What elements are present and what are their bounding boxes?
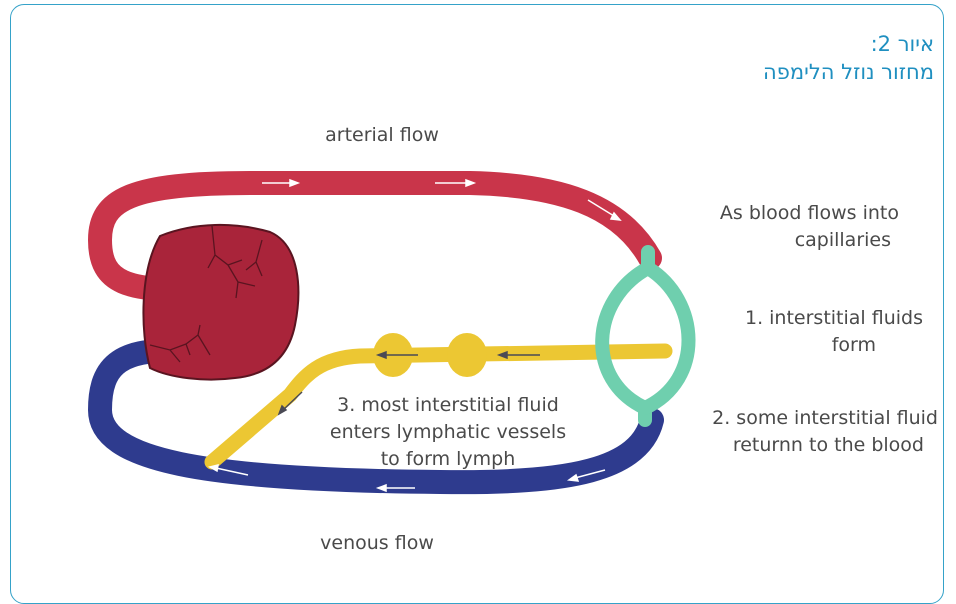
step1-label: 1. interstitial fluids form bbox=[700, 305, 923, 359]
venous-flow-label: venous flow bbox=[302, 530, 452, 557]
capillary-bed bbox=[602, 252, 688, 420]
step3-label: 3. most interstitial fluid enters lympha… bbox=[313, 392, 583, 473]
capillaries-label-line1: As blood flows into bbox=[640, 200, 899, 227]
capillaries-label: As blood flows into capillaries bbox=[640, 200, 899, 254]
step3-label-line1: 3. most interstitial fluid bbox=[313, 392, 583, 419]
step1-label-line2: form bbox=[700, 332, 876, 359]
step1-label-line1: 1. interstitial fluids bbox=[700, 305, 923, 332]
step3-label-line3: to form lymph bbox=[313, 446, 583, 473]
step2-label-line1: 2. some interstitial fluid bbox=[655, 405, 938, 432]
arterial-flow-label: arterial flow bbox=[312, 122, 452, 149]
step2-label-line2: returnn to the blood bbox=[655, 432, 924, 459]
heart-shape bbox=[143, 225, 298, 380]
step2-label: 2. some interstitial fluid returnn to th… bbox=[655, 405, 938, 459]
lymph-node-2 bbox=[447, 333, 487, 377]
step3-label-line2: enters lymphatic vessels bbox=[313, 419, 583, 446]
capillaries-label-line2: capillaries bbox=[640, 227, 891, 254]
lymph-cycle-diagram bbox=[0, 0, 956, 566]
